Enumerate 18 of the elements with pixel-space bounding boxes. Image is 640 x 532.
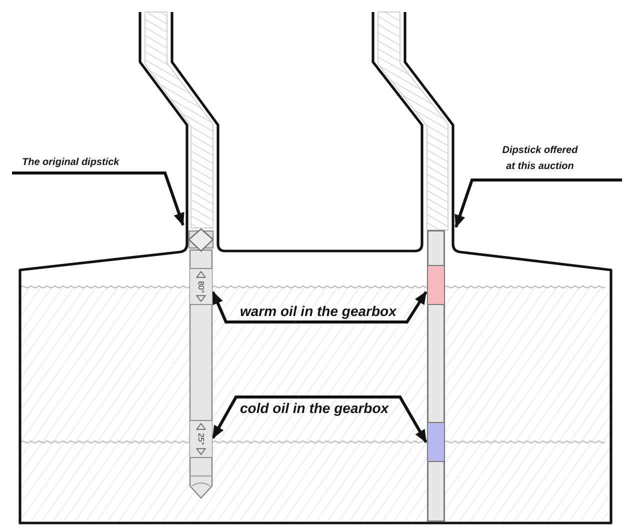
leader-arrow — [212, 291, 295, 324]
degree-label: 25° — [196, 432, 206, 446]
leader-arrow — [299, 396, 428, 443]
marker-band — [427, 422, 445, 462]
leader-arrow — [454, 178, 624, 228]
marker-band — [427, 265, 445, 305]
dipstick — [186, 228, 216, 500]
callout-label: Dipstick offered at this auction — [498, 143, 582, 175]
dipstick-scale-mark — [190, 420, 212, 458]
leader-arrow — [212, 396, 300, 439]
dipstick-scale-mark — [190, 268, 212, 305]
callout-label: The original dipstick — [22, 156, 120, 169]
dipstick — [427, 230, 445, 522]
callout-label: cold oil in the gearbox — [240, 399, 389, 417]
leader-arrow — [10, 172, 184, 226]
degree-label: 80° — [196, 280, 206, 293]
callout-label: warm oil in the gearbox — [240, 301, 396, 321]
leader-arrow — [294, 291, 428, 324]
